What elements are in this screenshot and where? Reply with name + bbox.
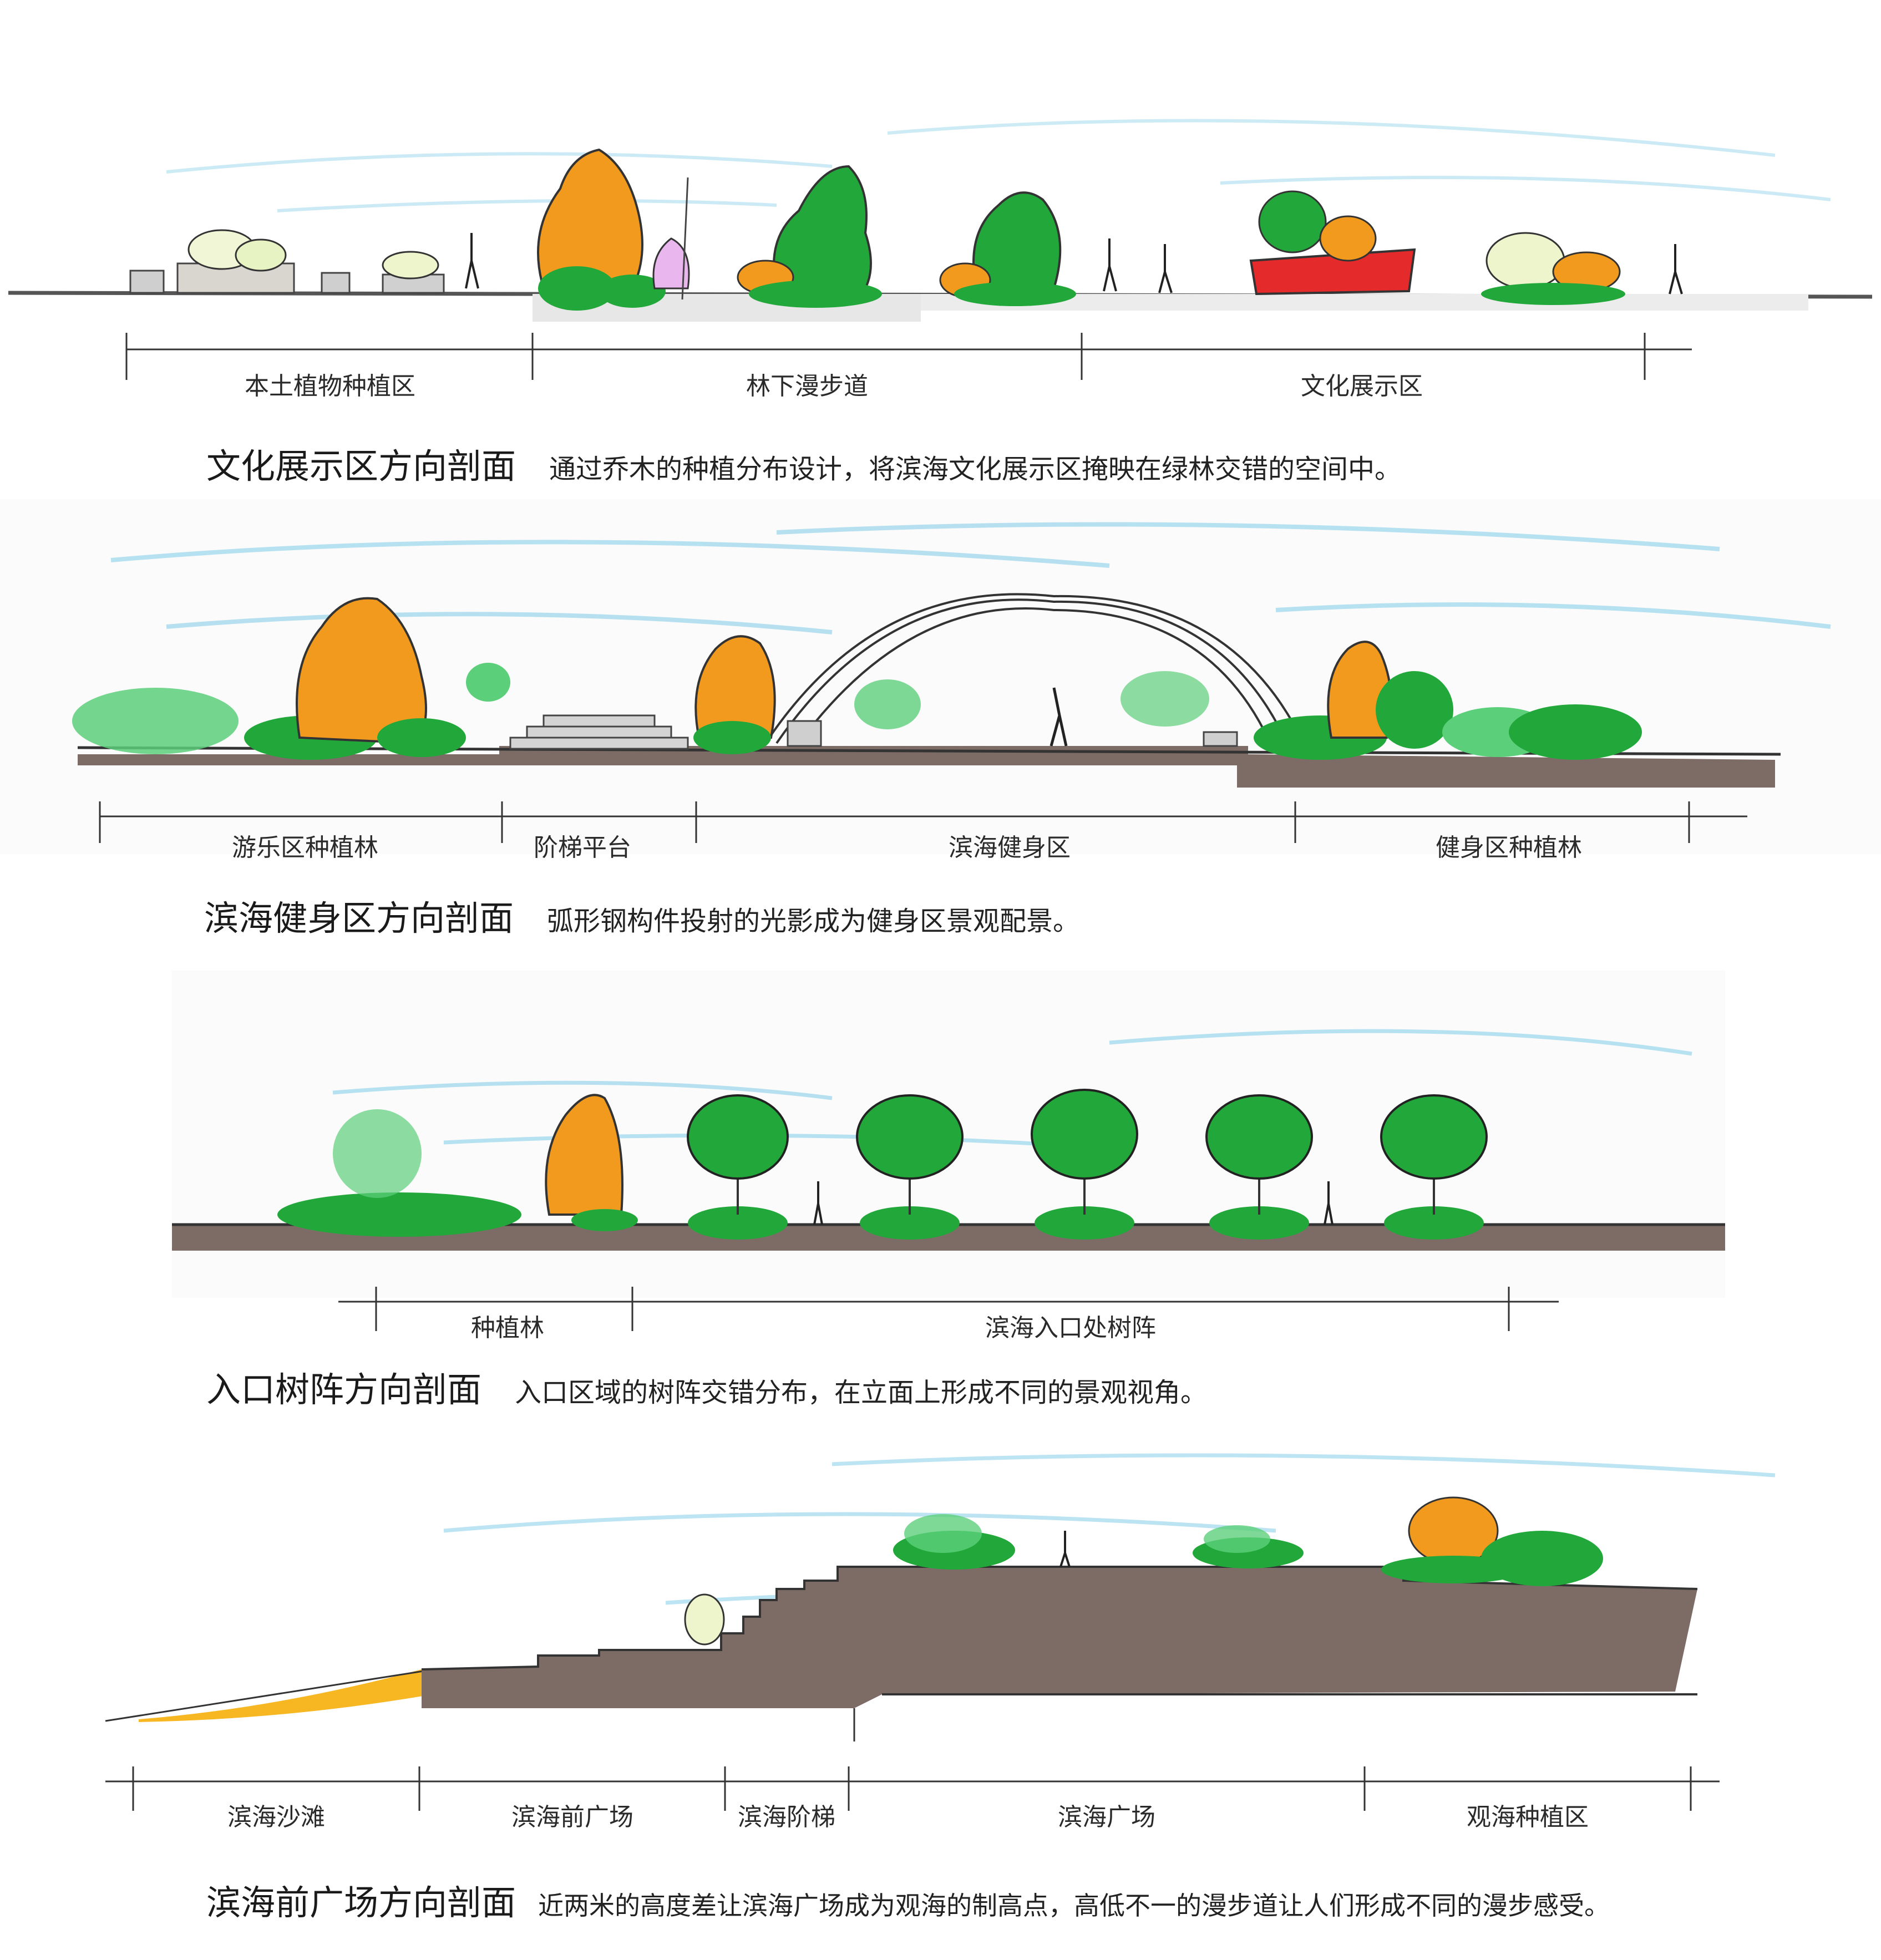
planting-forest: [277, 1094, 638, 1237]
zone-dimension-line: [105, 1766, 1720, 1811]
zone-label: 滨海沙滩: [227, 1803, 325, 1831]
section-title: 入口树阵方向剖面: [206, 1369, 482, 1410]
zone-label: 滨海广场: [1058, 1803, 1155, 1831]
array-tree: [856, 1094, 964, 1240]
people-figures: [813, 1181, 1334, 1225]
zone-label: 阶梯平台: [534, 834, 631, 862]
section-description: 入口区域的树阵交错分布，在立面上形成不同的景观视角。: [515, 1377, 1208, 1408]
zone-label: 林下漫步道: [746, 372, 868, 400]
zone-label: 文化展示区: [1301, 372, 1423, 400]
orange-trees: [537, 148, 690, 311]
zone-dimension-line: [125, 333, 1692, 380]
section-description: 通过乔木的种植分布设计，将滨海文化展示区掩映在绿林交错的空间中。: [549, 454, 1402, 485]
array-tree: [1031, 1089, 1138, 1240]
stepped-platform: [509, 714, 689, 750]
zone-dimension-line: [338, 1287, 1559, 1331]
zone-label: 健身区种植林: [1436, 834, 1582, 862]
zone-label: 种植林: [471, 1314, 544, 1342]
zone-label: 游乐区种植林: [232, 834, 378, 862]
section-title: 文化展示区方向剖面: [206, 446, 516, 486]
section-title: 滨海健身区方向剖面: [204, 898, 514, 938]
array-tree: [1380, 1094, 1488, 1240]
section-fitness-drawing: [0, 499, 1881, 854]
section-plaza-drawing: [105, 1453, 1776, 1811]
tree-array: [687, 1089, 1488, 1240]
zone-label: 观海种植区: [1467, 1803, 1589, 1831]
zone-label: 滨海前广场: [511, 1803, 633, 1831]
section-description: 近两米的高度差让滨海广场成为观海的制高点，高低不一的漫步道让人们形成不同的漫步感…: [538, 1891, 1610, 1921]
zone-label: 滨海阶梯: [738, 1803, 835, 1831]
steel-arch: [764, 593, 1305, 744]
array-tree: [1205, 1094, 1313, 1240]
fitness-planting: [1254, 641, 1642, 760]
section-caption: 滨海前广场方向剖面近两米的高度差让滨海广场成为观海的制高点，高低不一的漫步道让人…: [206, 1875, 1610, 1925]
zone-label: 本土植物种植区: [245, 372, 415, 400]
section-caption: 文化展示区方向剖面 通过乔木的种植分布设计，将滨海文化展示区掩映在绿林交错的空间中…: [206, 438, 1401, 488]
woodland-trees: [737, 165, 1076, 308]
plaza-planting: [684, 1496, 1603, 1646]
fitness-trees: [693, 635, 1238, 754]
zone-label: 滨海入口处树阵: [985, 1314, 1156, 1342]
playground-planting: [72, 597, 510, 760]
zone-dimension-line: [99, 801, 1747, 843]
sky-strokes: [166, 119, 1831, 212]
section-caption: 滨海健身区方向剖面 弧形钢构件投射的光影成为健身区景观配景。: [204, 890, 1079, 940]
people-figures: [1059, 1531, 1071, 1567]
culture-exhibit: [1249, 190, 1625, 305]
section-caption: 入口树阵方向剖面 入口区域的树阵交错分布，在立面上形成不同的景观视角。: [206, 1362, 1207, 1411]
section-culture-drawing: [8, 119, 1873, 380]
zone-label: 滨海健身区: [949, 834, 1071, 862]
section-entrance-drawing: [172, 971, 1725, 1331]
native-plants: [129, 229, 445, 294]
array-tree: [687, 1094, 789, 1240]
section-title: 滨海前广场方向剖面: [206, 1882, 516, 1923]
sky-strokes: [110, 522, 1831, 634]
people-figures: [465, 233, 1683, 294]
terraced-ground: [422, 1567, 1697, 1708]
section-description: 弧形钢构件投射的光影成为健身区景观配景。: [547, 906, 1080, 937]
person-figure: [1049, 687, 1068, 747]
